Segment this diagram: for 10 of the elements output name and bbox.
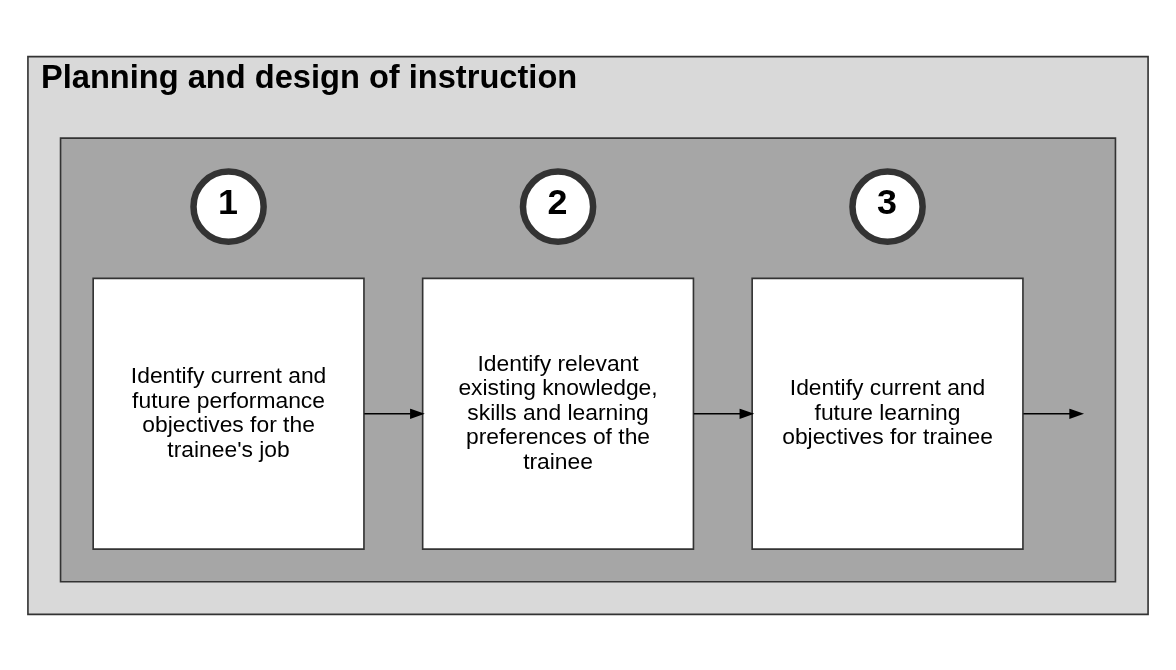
node-circle: 1: [190, 167, 267, 245]
node-box: Identify relevant existing knowledge, skills and learning preferences of the trainee: [421, 277, 695, 550]
arrow: [1022, 408, 1085, 419]
node-box: Identify current and future performance objectives for the trainee's job: [92, 277, 365, 550]
arrow: [692, 408, 755, 419]
node-circle: 3: [849, 167, 926, 245]
node-box: Identify current and future learning objectives for trainee: [751, 277, 1024, 550]
node-circle: 2: [519, 167, 597, 245]
cluster: [59, 136, 1117, 583]
arrow: [363, 408, 425, 419]
